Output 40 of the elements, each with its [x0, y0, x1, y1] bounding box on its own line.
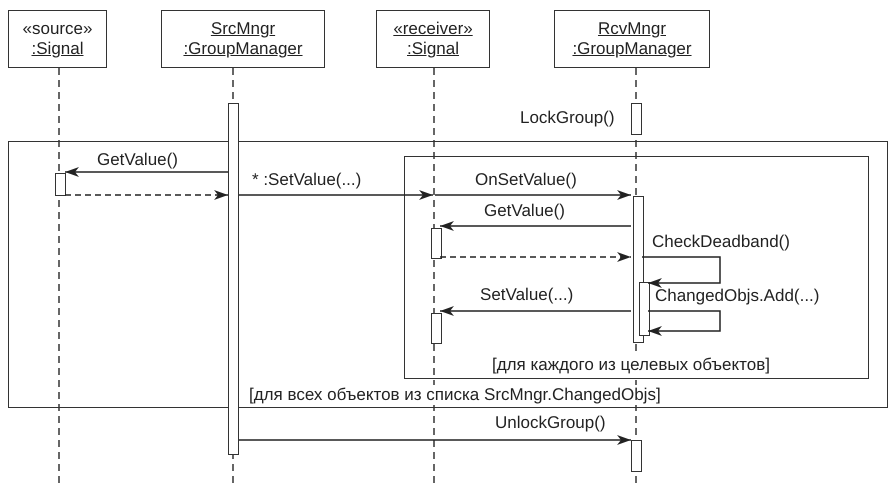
- edge-label: CheckDeadband(): [652, 232, 790, 252]
- message-arrow: [440, 221, 631, 231]
- activation-bar: [631, 440, 642, 472]
- message-arrow: [239, 435, 631, 445]
- stereotype-label: «receiver»: [393, 19, 473, 39]
- activation-bar: [55, 173, 66, 196]
- object-box: [161, 10, 325, 68]
- self-call-arrow: [648, 310, 721, 336]
- self-call-arrow: [642, 256, 721, 288]
- guard-condition: [для каждого из целевых объектов]: [492, 355, 770, 375]
- message-arrow: [435, 190, 631, 200]
- object-name: SrcMngr :GroupManager: [182, 19, 304, 59]
- object-name: :Signal: [32, 39, 84, 59]
- activation-bar: [431, 228, 442, 259]
- edge-label: UnlockGroup(): [495, 413, 606, 433]
- object-name: RcvMngr :GroupManager: [571, 19, 693, 59]
- message-arrow: [440, 306, 631, 316]
- message-arrow: [239, 190, 433, 200]
- activation-bar: [631, 103, 642, 135]
- object-box: [376, 10, 490, 68]
- activation-bar: [431, 313, 442, 344]
- loop-frame: [8, 141, 888, 408]
- edge-label: SetValue(...): [480, 285, 574, 305]
- return-arrow: [440, 252, 631, 262]
- edge-label: * :SetValue(...): [252, 170, 362, 190]
- return-arrow: [65, 190, 228, 200]
- stereotype-label: «source»: [22, 19, 92, 39]
- object-box: [554, 10, 710, 68]
- activation-bar: [228, 103, 239, 455]
- object-box: [8, 10, 107, 68]
- edge-label: GetValue(): [97, 150, 178, 170]
- guard-condition: [для всех объектов из списка SrcMngr.ChangedObjs]: [249, 385, 661, 405]
- edge-label: ChangedObjs.Add(...): [655, 286, 820, 306]
- loop-frame: [404, 156, 869, 379]
- message-arrow: [65, 167, 228, 177]
- object-name: :Signal: [407, 39, 459, 59]
- edge-label: GetValue(): [484, 201, 565, 221]
- edge-label: OnSetValue(): [475, 170, 577, 190]
- activation-bar: [639, 282, 650, 336]
- message-label: LockGroup(): [520, 108, 614, 128]
